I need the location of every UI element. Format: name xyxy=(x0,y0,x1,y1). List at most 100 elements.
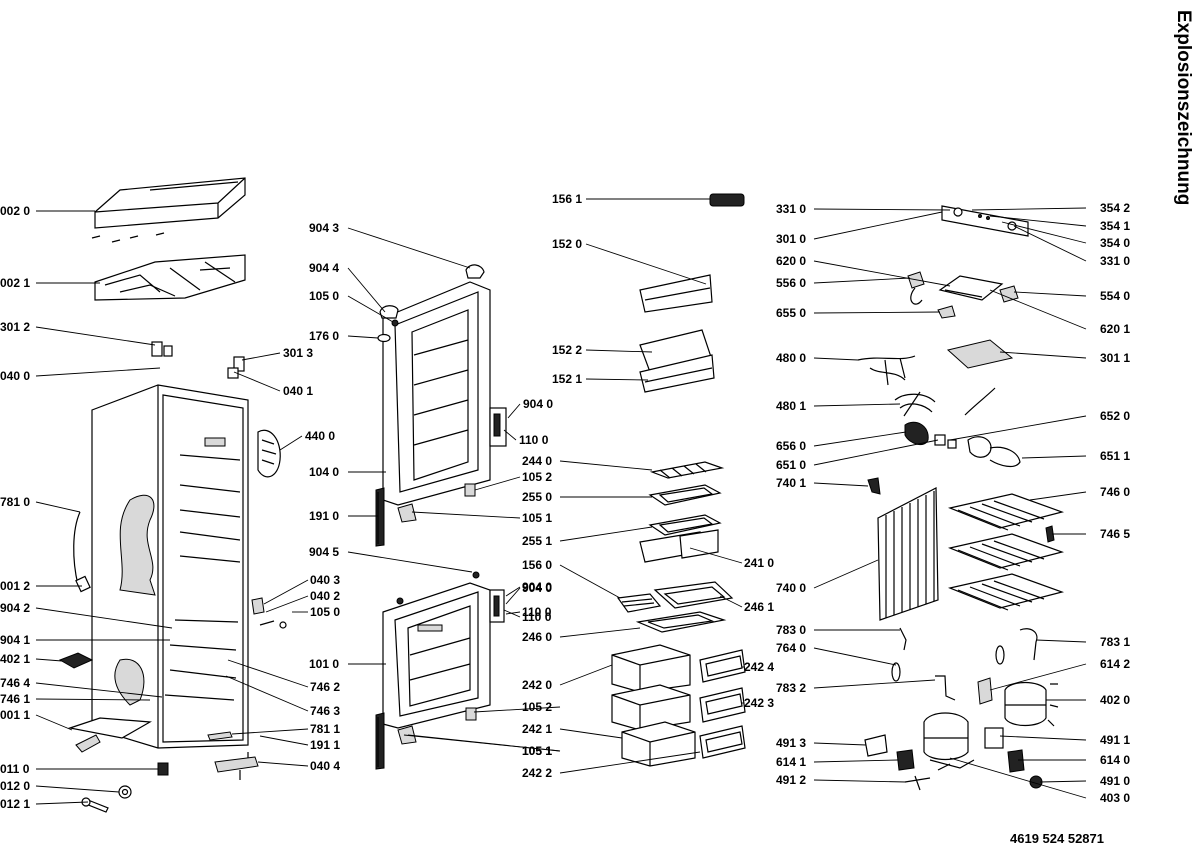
part-label: 246 0 xyxy=(522,630,552,644)
leader-line xyxy=(559,460,653,471)
part-label: 783 1 xyxy=(1100,635,1130,649)
leader-line xyxy=(279,435,303,451)
leader-line xyxy=(689,547,743,564)
part-label: 176 0 xyxy=(309,329,339,343)
part-label: 556 0 xyxy=(776,276,806,290)
leader-line xyxy=(35,714,73,731)
leader-line xyxy=(585,378,649,381)
part-label: 783 2 xyxy=(776,681,806,695)
part-label: 152 1 xyxy=(552,372,582,386)
part-label: 651 0 xyxy=(776,458,806,472)
leader-line xyxy=(35,682,163,698)
part-label: 904 3 xyxy=(309,221,339,235)
leader-line xyxy=(35,801,89,805)
leader-line xyxy=(35,326,156,346)
leader-line xyxy=(1001,221,1087,244)
part-label: 740 1 xyxy=(776,476,806,490)
part-label: 156 1 xyxy=(552,192,582,206)
part-label: 904 0 xyxy=(523,397,553,411)
leader-line xyxy=(1035,639,1087,643)
part-label: 244 0 xyxy=(522,454,552,468)
leader-line xyxy=(559,627,641,638)
part-label: 002 0 xyxy=(0,204,30,218)
leader-line xyxy=(999,351,1087,359)
leader-line xyxy=(813,647,897,666)
part-label: 110 0 xyxy=(522,610,552,624)
part-label: 491 0 xyxy=(1100,774,1130,788)
part-label: 152 2 xyxy=(552,343,582,357)
leader-line xyxy=(347,227,471,269)
leader-line xyxy=(989,289,1087,330)
leader-line xyxy=(1021,455,1087,459)
leader-line xyxy=(241,352,281,361)
part-label: 242 4 xyxy=(744,660,774,674)
part-label: 402 0 xyxy=(1100,693,1130,707)
leader-line xyxy=(971,207,1087,211)
leader-line xyxy=(999,735,1087,741)
leader-line xyxy=(559,564,621,599)
part-label: 242 0 xyxy=(522,678,552,692)
leader-line xyxy=(813,431,907,447)
door-assembly xyxy=(375,264,507,770)
part-label: 104 0 xyxy=(309,465,339,479)
leader-line xyxy=(231,728,309,735)
part-label: 480 0 xyxy=(776,351,806,365)
leader-line xyxy=(813,559,879,589)
part-label: 040 4 xyxy=(310,759,340,773)
part-label: 255 1 xyxy=(522,534,552,548)
diagram-title: Explosionszeichnung xyxy=(1173,10,1194,205)
control-compressor-assembly xyxy=(857,205,1065,791)
document-number: 4619 524 52871 xyxy=(1010,831,1104,846)
part-label: 246 1 xyxy=(744,600,774,614)
leader-line xyxy=(949,415,1087,441)
leader-line xyxy=(259,735,309,746)
part-label: 002 1 xyxy=(0,276,30,290)
part-label: 904 2 xyxy=(0,601,30,615)
leader-line xyxy=(813,439,939,466)
leader-line xyxy=(474,476,521,491)
leader-line xyxy=(719,595,743,608)
leader-line xyxy=(949,757,1087,799)
leader-line xyxy=(347,551,473,573)
part-label: 301 2 xyxy=(0,320,30,334)
leader-line xyxy=(989,215,1087,227)
part-label: 110 0 xyxy=(519,433,549,447)
leader-line xyxy=(1013,225,1087,262)
leader-line xyxy=(813,742,867,746)
part-label: 001 1 xyxy=(0,708,30,722)
leader-line xyxy=(473,706,561,713)
leader-line xyxy=(257,761,309,767)
part-label: 105 2 xyxy=(522,470,552,484)
leader-line xyxy=(233,371,281,392)
part-label: 746 4 xyxy=(0,676,30,690)
part-label: 783 0 xyxy=(776,623,806,637)
part-label: 242 3 xyxy=(744,696,774,710)
leader-line xyxy=(35,501,81,513)
part-label: 403 0 xyxy=(1100,791,1130,805)
part-label: 440 0 xyxy=(305,429,335,443)
part-label: 491 2 xyxy=(776,773,806,787)
leader-line xyxy=(227,659,309,688)
part-label: 904 0 xyxy=(522,581,552,595)
part-label: 354 1 xyxy=(1100,219,1130,233)
part-label: 480 1 xyxy=(776,399,806,413)
leader-line xyxy=(505,611,521,615)
leader-line xyxy=(813,311,941,314)
part-label: 331 0 xyxy=(1100,254,1130,268)
part-label: 040 1 xyxy=(283,384,313,398)
part-label: 156 0 xyxy=(522,558,552,572)
part-label: 740 0 xyxy=(776,581,806,595)
leader-line xyxy=(347,267,386,313)
leader-lines xyxy=(35,198,1087,805)
part-label: 402 1 xyxy=(0,652,30,666)
leader-line xyxy=(35,607,173,629)
part-label: 012 1 xyxy=(0,797,30,811)
leader-line xyxy=(225,675,309,712)
leader-line xyxy=(35,785,120,793)
part-label: 781 0 xyxy=(0,495,30,509)
leader-line xyxy=(813,779,907,783)
leader-line xyxy=(813,679,936,689)
leader-line xyxy=(347,335,379,339)
part-label: 781 1 xyxy=(310,722,340,736)
